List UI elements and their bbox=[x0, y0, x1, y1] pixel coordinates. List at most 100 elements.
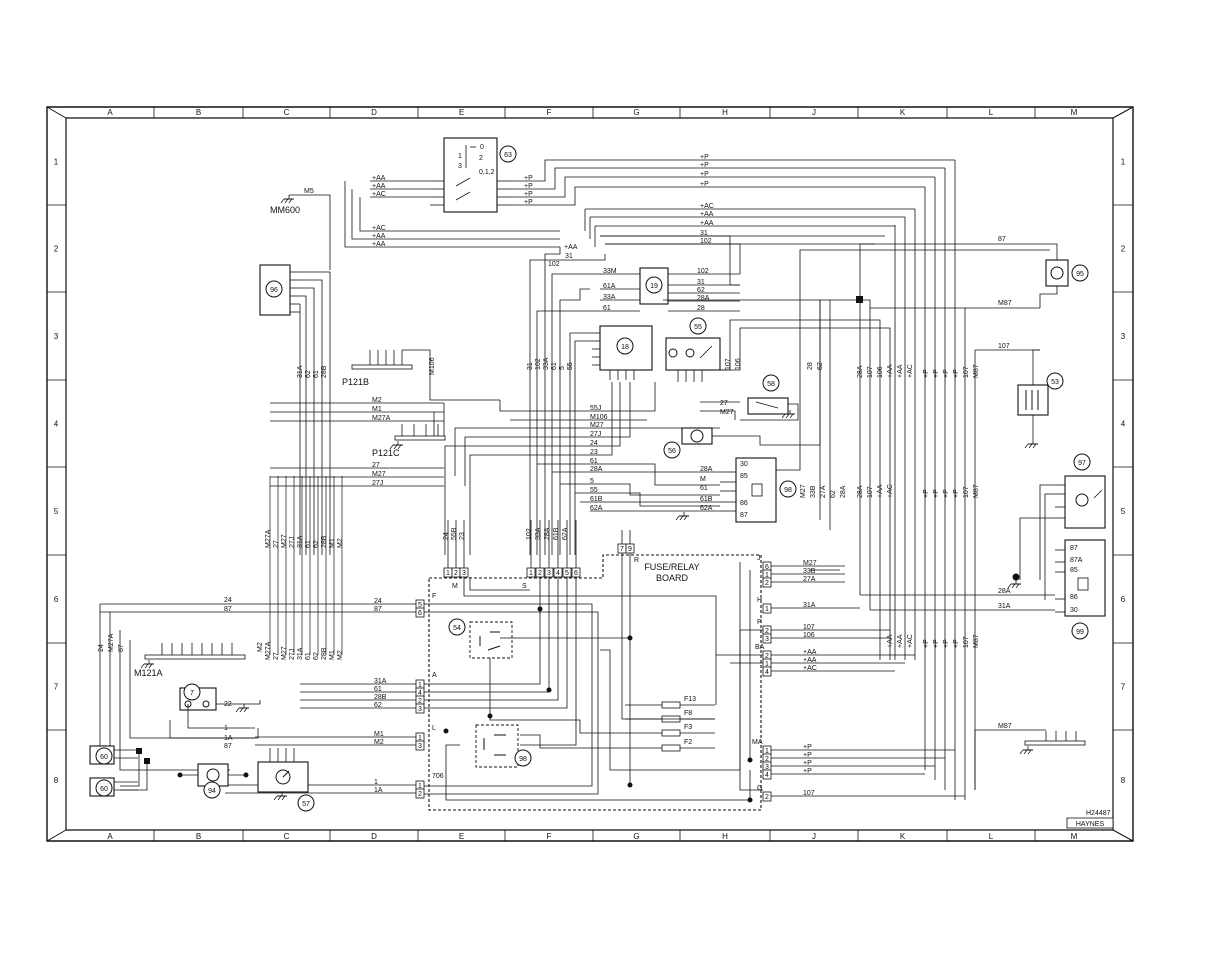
grid-column-top: E bbox=[459, 108, 464, 117]
terminal bbox=[415, 788, 425, 799]
wire-label: 33A bbox=[603, 294, 616, 301]
wire-label: 62A bbox=[590, 505, 603, 512]
terminal-number: 4 bbox=[556, 570, 560, 577]
wire-label: +P bbox=[524, 191, 533, 198]
grid-column-top: K bbox=[900, 108, 906, 117]
wire-label: M1 bbox=[329, 538, 336, 548]
wire bbox=[402, 349, 500, 401]
wire bbox=[575, 492, 720, 507]
ground-hatch bbox=[281, 795, 286, 801]
wire-label: +AC bbox=[700, 203, 714, 210]
wire-label: 30 bbox=[740, 461, 748, 468]
wire-label: 28B bbox=[321, 647, 328, 660]
wire bbox=[544, 247, 561, 555]
terminal-number: 3 bbox=[765, 764, 769, 771]
wire-label: 31A bbox=[374, 678, 387, 685]
wire-label: 87 bbox=[1070, 545, 1078, 552]
wire-label: +P bbox=[524, 175, 533, 182]
frame-corner bbox=[1112, 829, 1134, 842]
wire-label: 107 bbox=[998, 343, 1010, 350]
wire-label: M27 bbox=[372, 471, 386, 478]
ground-hatch bbox=[1015, 583, 1020, 589]
component-53-body bbox=[1017, 384, 1049, 416]
grid-column-bottom: K bbox=[900, 832, 906, 841]
grid-column-bottom: D bbox=[371, 832, 377, 841]
wire-label: 27 bbox=[273, 652, 280, 660]
ground-hatch bbox=[1007, 583, 1012, 589]
switch-pos-label: 1 bbox=[458, 153, 462, 160]
component-97 bbox=[1073, 453, 1091, 471]
ground-hatch bbox=[239, 707, 244, 713]
wire bbox=[1019, 517, 1055, 580]
wire-label: 102 bbox=[548, 261, 560, 268]
wire-label: +P bbox=[803, 760, 812, 767]
wire-label: 28A bbox=[857, 485, 864, 498]
wire bbox=[424, 577, 568, 709]
wire-label: +AA bbox=[803, 657, 817, 664]
wire-label: 28 bbox=[697, 305, 705, 312]
ground-hatch bbox=[288, 198, 293, 204]
wire-label: +P bbox=[933, 369, 940, 378]
motor-icon bbox=[206, 768, 220, 782]
wire-label: 5 bbox=[559, 366, 566, 370]
component-60b-number: 60 bbox=[100, 786, 108, 793]
wire-label: 24 bbox=[443, 532, 450, 540]
component-96-number: 96 bbox=[270, 287, 278, 294]
wire-label: +AA bbox=[564, 244, 578, 251]
wire-label: M27A bbox=[265, 529, 272, 548]
wire-label: +AA bbox=[700, 211, 714, 218]
wire-label: 102 bbox=[700, 238, 712, 245]
wire-label: 86 bbox=[1070, 594, 1078, 601]
wire-label: 102 bbox=[526, 528, 533, 540]
wire-label: 33A bbox=[543, 357, 550, 370]
component-58-number: 58 bbox=[767, 381, 775, 388]
fuse-label: F2 bbox=[684, 739, 692, 746]
wire bbox=[187, 704, 255, 729]
wire-label: 1 bbox=[224, 725, 228, 732]
component-58-body bbox=[747, 397, 789, 415]
wire-label: 61 bbox=[374, 686, 382, 693]
component-53 bbox=[1046, 372, 1064, 390]
grid-row-right: 2 bbox=[1121, 245, 1126, 254]
wire-label: 106 bbox=[803, 632, 815, 639]
splice-node bbox=[747, 797, 753, 803]
wire bbox=[444, 382, 621, 555]
wire-label: 62 bbox=[697, 287, 705, 294]
wire-label: M27 bbox=[720, 409, 734, 416]
wire-label: 107 bbox=[803, 624, 815, 631]
wire-label: 28A bbox=[697, 295, 710, 302]
connector-m121a: M121A bbox=[134, 668, 163, 678]
wire-label: 27J bbox=[372, 480, 383, 487]
wire-label: +P bbox=[524, 199, 533, 206]
terminal-number: 3 bbox=[547, 570, 551, 577]
wire-label: 107 bbox=[867, 486, 874, 498]
grid-column-top: L bbox=[989, 108, 994, 117]
component-95 bbox=[1071, 264, 1089, 282]
terminal-number: 1 bbox=[446, 570, 450, 577]
grid-row-left: 2 bbox=[54, 245, 59, 254]
switch-wiper bbox=[455, 191, 471, 201]
terminal bbox=[415, 740, 425, 751]
terminal-number: 3 bbox=[418, 743, 422, 750]
splice-node bbox=[177, 772, 183, 778]
wire-label: 61 bbox=[603, 305, 611, 312]
grid-column-top: J bbox=[812, 108, 816, 117]
wire bbox=[1050, 243, 1058, 260]
wire-label: M5 bbox=[304, 188, 314, 195]
terminal bbox=[415, 703, 425, 714]
wire-label: +P bbox=[933, 489, 940, 498]
wire-label: 28B bbox=[374, 694, 387, 701]
wire-label: 27A bbox=[820, 485, 827, 498]
component-19-number: 19 bbox=[650, 283, 658, 290]
switch-63-body bbox=[443, 137, 498, 213]
bulb-icon bbox=[668, 348, 678, 358]
wire-label: 61A bbox=[603, 283, 616, 290]
switch-wiper bbox=[455, 177, 471, 187]
wire-label: 1A bbox=[224, 735, 233, 742]
wire-label: +P bbox=[803, 752, 812, 759]
wire bbox=[1044, 493, 1055, 600]
splice-node bbox=[627, 635, 633, 641]
wire bbox=[551, 273, 600, 555]
wire-label: 107 bbox=[963, 636, 970, 648]
terminal-number: 1 bbox=[418, 735, 422, 742]
